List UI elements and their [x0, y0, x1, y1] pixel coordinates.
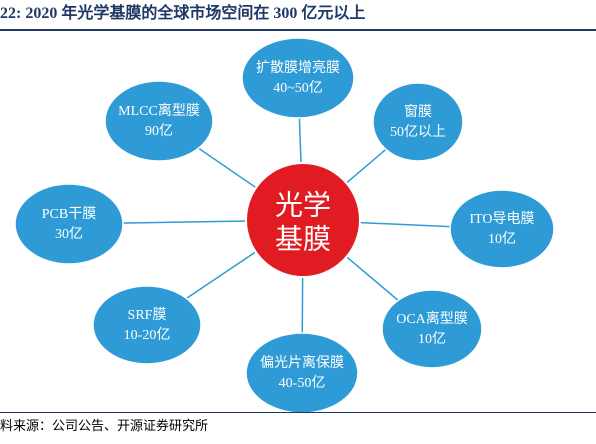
- node-oca: OCA离型膜 10亿: [381, 289, 483, 369]
- node-diffusion-ellipse: [241, 37, 355, 119]
- center-label-line1: 光学: [275, 189, 331, 221]
- node-window-value: 50亿以上: [390, 124, 446, 140]
- node-pcb-value: 30亿: [55, 226, 83, 242]
- node-mlcc: MLCC离型膜 90亿: [104, 80, 214, 162]
- node-polarizer-value: 40-50亿: [279, 375, 326, 391]
- figure-source: 料来源：公司公告、开源证券研究所: [0, 418, 209, 433]
- node-polarizer: 偏光片离保膜 40-50亿: [245, 332, 359, 414]
- node-pcb-ellipse: [14, 183, 124, 265]
- node-oca-ellipse: [381, 289, 483, 369]
- center-node: 光学 基膜: [245, 162, 361, 278]
- node-mlcc-value: 90亿: [145, 123, 173, 139]
- node-window: 窗膜 50亿以上: [372, 82, 464, 162]
- node-mlcc-ellipse: [104, 80, 214, 162]
- figure-title: 22: 2020 年光学基膜的全球市场空间在 300 亿元以上: [0, 5, 366, 22]
- node-mlcc-name: MLCC离型膜: [118, 102, 200, 119]
- node-ito-ellipse: [449, 189, 555, 269]
- node-ito-value: 10亿: [488, 231, 516, 247]
- center-label-line2: 基膜: [275, 223, 331, 255]
- center-circle: [245, 162, 361, 278]
- node-diffusion-value: 40~50亿: [273, 80, 323, 96]
- node-ito-name: ITO导电膜: [469, 211, 534, 227]
- node-pcb: PCB干膜 30亿: [14, 183, 124, 265]
- source-divider: [0, 412, 596, 413]
- node-polarizer-name: 偏光片离保膜: [260, 354, 344, 371]
- node-ito: ITO导电膜 10亿: [449, 189, 555, 269]
- title-divider: [0, 29, 596, 31]
- node-window-ellipse: [372, 82, 464, 162]
- node-pcb-name: PCB干膜: [42, 206, 96, 222]
- node-window-name: 窗膜: [404, 103, 432, 120]
- node-polarizer-ellipse: [245, 332, 359, 414]
- node-diffusion: 扩散膜增亮膜 40~50亿: [241, 37, 355, 119]
- node-srf-value: 10-20亿: [124, 327, 171, 343]
- node-srf-ellipse: [92, 285, 202, 365]
- node-oca-value: 10亿: [418, 331, 446, 347]
- node-srf-name: SRF膜: [128, 307, 167, 323]
- segment-nodes: 扩散膜增亮膜40~50亿窗膜50亿以上ITO导电膜10亿OCA离型膜10亿偏光片…: [14, 37, 555, 414]
- node-srf: SRF膜 10-20亿: [92, 285, 202, 365]
- node-oca-name: OCA离型膜: [396, 310, 468, 327]
- node-diffusion-name: 扩散膜增亮膜: [256, 59, 340, 76]
